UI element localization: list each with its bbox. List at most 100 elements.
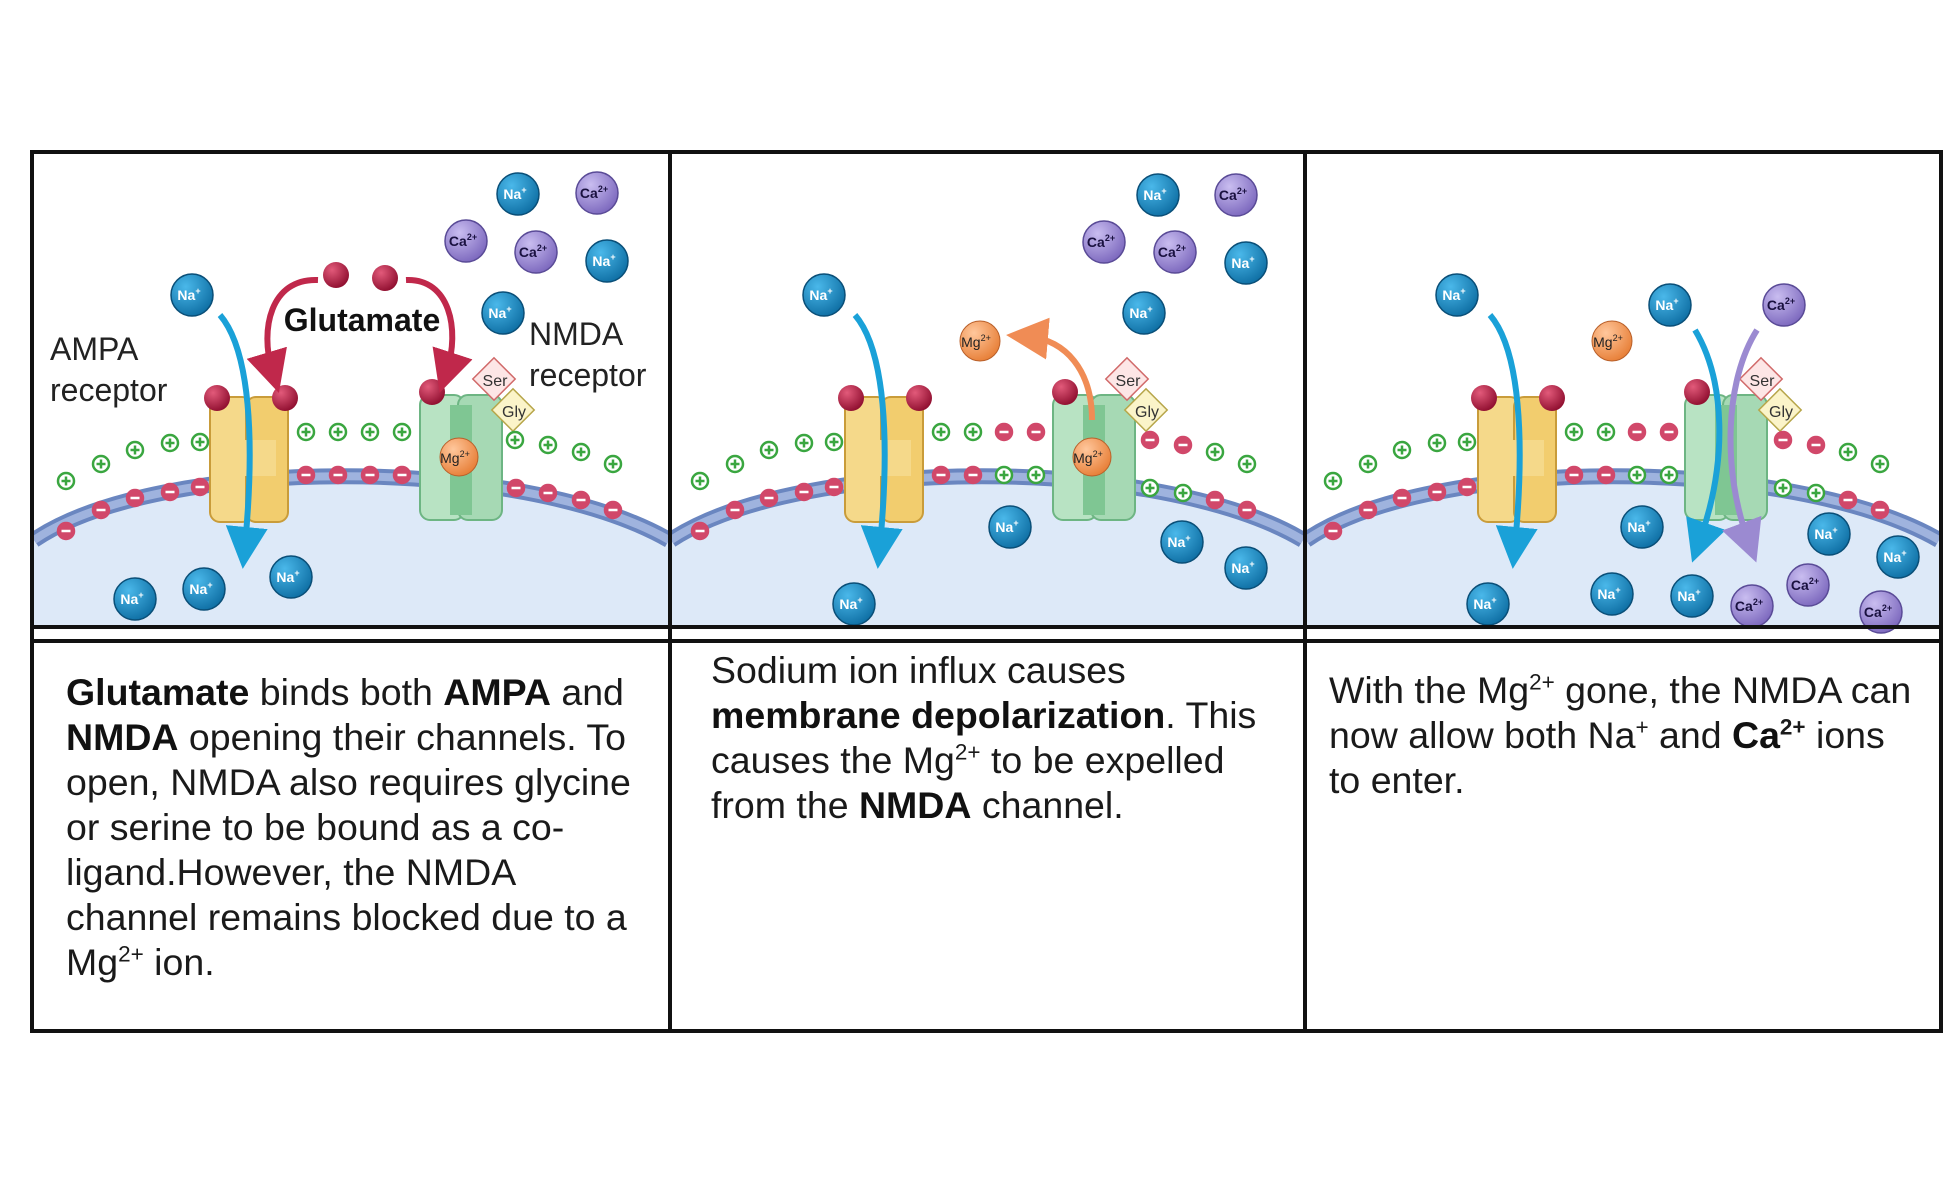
sodium-ion: Na+ bbox=[833, 583, 875, 625]
negative-charge bbox=[394, 467, 410, 483]
positive-charge bbox=[1872, 456, 1888, 472]
calcium-ion: Ca2+ bbox=[1215, 174, 1257, 216]
sodium-ion: Na+ bbox=[1808, 513, 1850, 555]
positive-charge bbox=[1598, 424, 1614, 440]
negative-charge bbox=[796, 484, 812, 500]
negative-charge bbox=[298, 467, 314, 483]
calcium-ion: Ca2+ bbox=[445, 220, 487, 262]
sodium-ion: Na+ bbox=[497, 173, 539, 215]
negative-charge bbox=[727, 502, 743, 518]
positive-charge bbox=[162, 435, 178, 451]
negative-charge bbox=[162, 484, 178, 500]
positive-charge bbox=[996, 467, 1012, 483]
glutamate-molecule bbox=[906, 385, 932, 411]
positive-charge bbox=[1661, 467, 1677, 483]
calcium-ion: Ca2+ bbox=[515, 231, 557, 273]
positive-charge bbox=[1459, 434, 1475, 450]
negative-charge bbox=[692, 523, 708, 539]
sodium-ion: Na+ bbox=[1591, 573, 1633, 615]
positive-charge bbox=[507, 432, 523, 448]
positive-charge bbox=[298, 424, 314, 440]
nmda-receptor bbox=[1685, 395, 1767, 520]
magnesium-ion-expelled: Mg2+ bbox=[1592, 321, 1632, 361]
negative-charge bbox=[933, 467, 949, 483]
sodium-ion: Na+ bbox=[1877, 536, 1919, 578]
sodium-ion: Na+ bbox=[1137, 174, 1179, 216]
negative-charge bbox=[1598, 467, 1614, 483]
positive-charge bbox=[1239, 456, 1255, 472]
calcium-ion: Ca2+ bbox=[1083, 221, 1125, 263]
glutamate-molecule bbox=[1052, 379, 1078, 405]
positive-charge bbox=[692, 473, 708, 489]
positive-charge bbox=[573, 444, 589, 460]
glutamate-molecule bbox=[204, 385, 230, 411]
negative-charge bbox=[996, 424, 1012, 440]
negative-charge bbox=[1429, 484, 1445, 500]
svg-text:Ser: Ser bbox=[1750, 373, 1776, 390]
positive-charge bbox=[394, 424, 410, 440]
positive-charge bbox=[1394, 442, 1410, 458]
positive-charge bbox=[1808, 485, 1824, 501]
caption-panel-3: With the Mg2+ gone, the NMDA can now all… bbox=[1329, 668, 1919, 803]
positive-charge bbox=[605, 456, 621, 472]
glutamate-label: Glutamate bbox=[284, 302, 440, 338]
negative-charge bbox=[1808, 437, 1824, 453]
negative-charge bbox=[1775, 432, 1791, 448]
negative-charge bbox=[1629, 424, 1645, 440]
glutamate-molecule bbox=[1539, 385, 1565, 411]
calcium-ion: Ca2+ bbox=[1787, 564, 1829, 606]
positive-charge bbox=[192, 434, 208, 450]
positive-charge bbox=[796, 435, 812, 451]
sodium-ion: Na+ bbox=[586, 240, 628, 282]
positive-charge bbox=[330, 424, 346, 440]
negative-charge bbox=[605, 502, 621, 518]
calcium-ion: Ca2+ bbox=[1731, 585, 1773, 627]
negative-charge bbox=[1239, 502, 1255, 518]
svg-text:Ser: Ser bbox=[483, 373, 509, 390]
negative-charge bbox=[330, 467, 346, 483]
magnesium-ion: Mg2+ bbox=[1073, 438, 1111, 476]
positive-charge bbox=[1175, 485, 1191, 501]
negative-charge bbox=[58, 523, 74, 539]
negative-charge bbox=[1028, 424, 1044, 440]
svg-text:Gly: Gly bbox=[502, 404, 526, 421]
sodium-ion: Na+ bbox=[1649, 284, 1691, 326]
positive-charge bbox=[727, 456, 743, 472]
negative-charge bbox=[1325, 523, 1341, 539]
caption-panel-2: Sodium ion influx causes membrane depola… bbox=[711, 648, 1281, 828]
positive-charge bbox=[1840, 444, 1856, 460]
negative-charge bbox=[540, 485, 556, 501]
sodium-ion: Na+ bbox=[114, 578, 156, 620]
glutamate-molecule bbox=[372, 265, 398, 291]
negative-charge bbox=[93, 502, 109, 518]
glutamate-molecule bbox=[323, 262, 349, 288]
negative-charge bbox=[1459, 479, 1475, 495]
positive-charge bbox=[1566, 424, 1582, 440]
negative-charge bbox=[573, 492, 589, 508]
panel-2: Ser Gly Mg2+ Mg2+ bbox=[671, 315, 1303, 625]
nmda-receptor-label: NMDAreceptor bbox=[529, 316, 647, 393]
glutamate-molecule bbox=[1471, 385, 1497, 411]
svg-text:Ser: Ser bbox=[1116, 373, 1142, 390]
negative-charge bbox=[1394, 490, 1410, 506]
negative-charge bbox=[192, 479, 208, 495]
positive-charge bbox=[1360, 456, 1376, 472]
svg-text:Gly: Gly bbox=[1769, 404, 1793, 421]
calcium-ion: Ca2+ bbox=[576, 172, 618, 214]
glutamate-molecule bbox=[419, 379, 445, 405]
sodium-ion: Na+ bbox=[1671, 575, 1713, 617]
negative-charge bbox=[1566, 467, 1582, 483]
glutamate-molecule bbox=[838, 385, 864, 411]
glutamate-molecule bbox=[272, 385, 298, 411]
positive-charge bbox=[1775, 480, 1791, 496]
glutamate-molecule bbox=[1684, 379, 1710, 405]
positive-charge bbox=[127, 442, 143, 458]
sodium-ion: Na+ bbox=[1436, 274, 1478, 316]
sodium-ion: Na+ bbox=[171, 274, 213, 316]
sodium-ion: Na+ bbox=[803, 274, 845, 316]
sodium-ion: Na+ bbox=[989, 506, 1031, 548]
negative-charge bbox=[761, 490, 777, 506]
negative-charge bbox=[826, 479, 842, 495]
negative-charge bbox=[1142, 432, 1158, 448]
